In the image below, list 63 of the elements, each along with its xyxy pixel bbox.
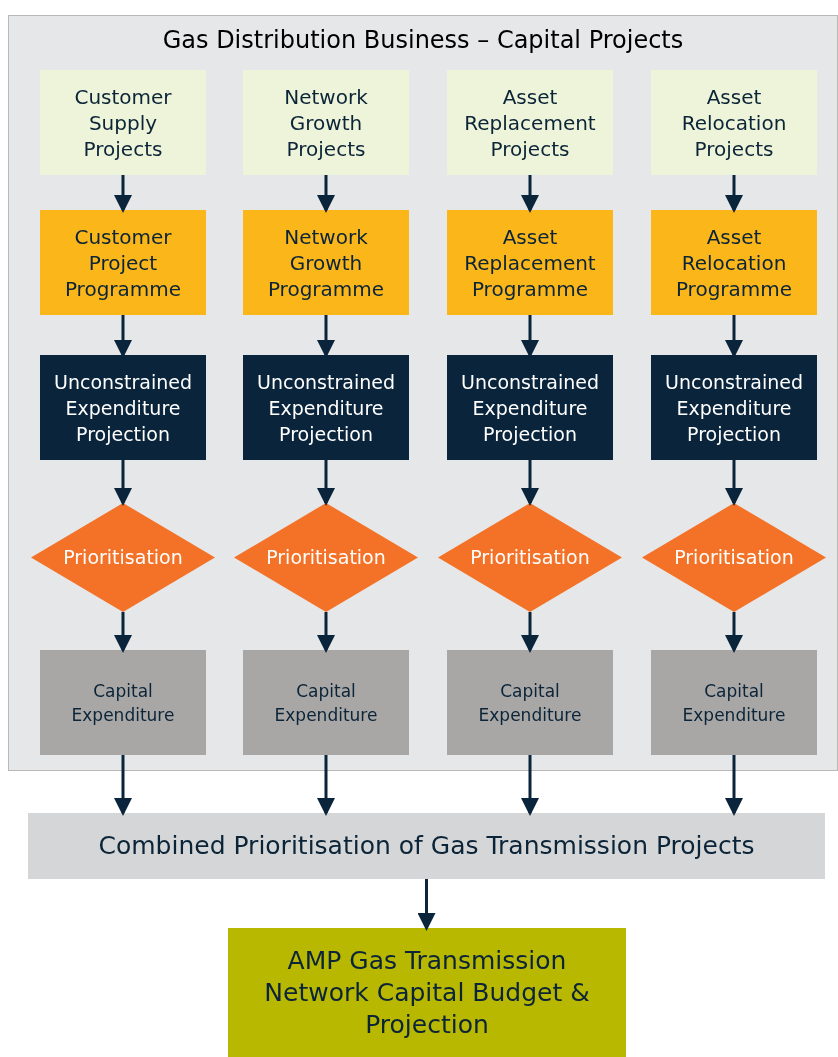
node-label: Capital Expenditure [681,679,787,727]
arrow [521,175,539,213]
arrow [725,315,743,358]
node-label: Combined Prioritisation of Gas Transmission Projects [97,830,756,863]
node-label: Prioritisation [469,545,591,571]
process-box [651,650,817,755]
arrow [317,755,335,816]
arrow [317,175,335,213]
process-box [243,210,409,315]
node-label: Prioritisation [62,545,184,571]
node-label: Unconstrained Expenditure Projection [664,369,804,447]
arrow [521,460,539,506]
arrow [317,612,335,653]
arrow [521,755,539,816]
node-label: Customer Supply Projects [73,83,173,162]
process-box [447,355,613,460]
panel-background [8,15,838,771]
node-label: Capital Expenditure [477,679,583,727]
node-label: Network Growth Projects [283,83,369,162]
process-box [28,813,825,879]
node-label: Unconstrained Expenditure Projection [256,369,396,447]
node-label: Customer Project Programme [63,223,183,302]
process-box [40,210,206,315]
node-label: Unconstrained Expenditure Projection [53,369,193,447]
arrow [725,612,743,653]
process-box [651,70,817,175]
arrow [521,315,539,358]
arrow [114,175,132,213]
node-label: Asset Replacement Projects [463,83,597,162]
arrow [317,315,335,358]
process-box [243,355,409,460]
arrow [521,612,539,653]
node-label: Network Growth Programme [266,223,386,302]
process-box [40,355,206,460]
node-label: Capital Expenditure [70,679,176,727]
arrow [114,315,132,358]
panel-title: Gas Distribution Business – Capital Projects [162,25,684,56]
process-box [447,650,613,755]
process-box [243,650,409,755]
arrow [114,460,132,506]
node-label: Asset Replacement Programme [463,223,597,302]
arrow [114,755,132,816]
process-box [447,70,613,175]
arrow [725,460,743,506]
node-label: Unconstrained Expenditure Projection [460,369,600,447]
arrow [114,612,132,653]
node-label: Asset Relocation Projects [680,83,788,162]
node-label: Asset Relocation Programme [674,223,794,302]
node-label: Prioritisation [265,545,387,571]
node-label: AMP Gas Transmission Network Capital Budget & Projection [263,944,591,1041]
process-box [651,355,817,460]
arrow [317,460,335,506]
process-box [40,650,206,755]
process-box [228,928,626,1057]
arrow [725,755,743,816]
process-box [651,210,817,315]
node-label: Prioritisation [673,545,795,571]
node-label: Capital Expenditure [273,679,379,727]
process-box [447,210,613,315]
process-box [40,70,206,175]
arrow [725,175,743,213]
arrow [417,879,436,931]
process-box [243,70,409,175]
